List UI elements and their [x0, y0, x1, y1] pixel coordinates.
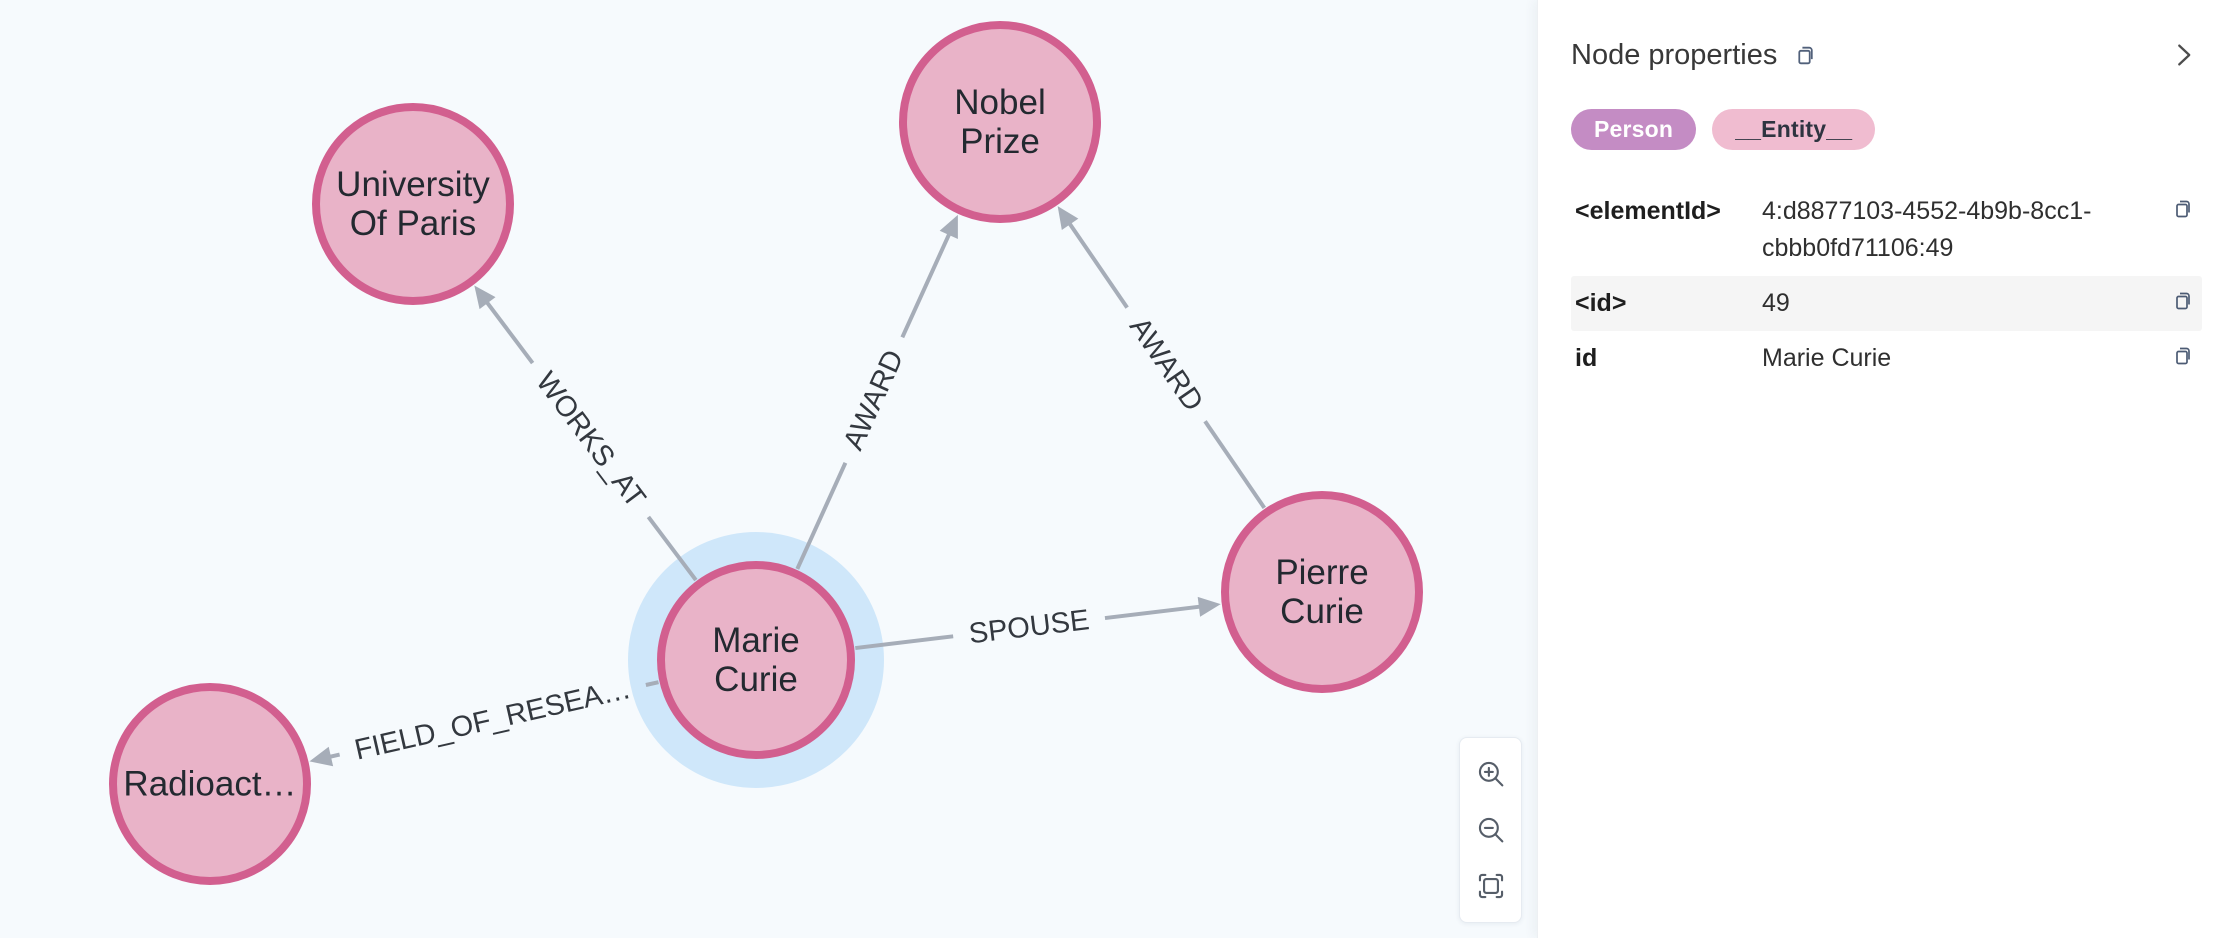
node-label: Marie — [712, 621, 800, 660]
node-label-badges: Person __Entity__ — [1571, 109, 2202, 150]
fit-to-screen-icon — [1474, 869, 1508, 903]
panel-title: Node properties — [1571, 38, 1778, 71]
edge-label[interactable]: FIELD_OF_RESEA… — [352, 673, 634, 767]
property-key: id — [1575, 344, 1598, 372]
collapse-panel-button[interactable] — [2166, 38, 2200, 72]
zoom-in-button[interactable] — [1470, 753, 1512, 795]
edge-arrowhead-icon[interactable] — [1197, 596, 1221, 617]
node-circle[interactable] — [109, 683, 311, 885]
edge-arrowhead-icon[interactable] — [309, 746, 334, 767]
node-circle[interactable] — [899, 21, 1101, 223]
copy-icon — [2170, 289, 2194, 313]
copy-icon — [1792, 43, 1817, 68]
graph-edge-works-at[interactable]: WORKS_AT — [474, 285, 698, 582]
property-row-elementid: <elementId> 4:d8877103-4552-4b9b-8cc1-cb… — [1571, 184, 2202, 276]
edge-line[interactable] — [645, 680, 659, 687]
zoom-out-button[interactable] — [1470, 809, 1512, 851]
node-circle[interactable] — [1221, 491, 1423, 693]
node-label: Prize — [960, 122, 1040, 161]
node-circle[interactable] — [312, 103, 514, 305]
zoom-in-icon — [1474, 757, 1508, 791]
chevron-right-icon — [2168, 40, 2198, 70]
graph-node-radioact[interactable]: Radioact… — [109, 683, 311, 885]
properties-table: <elementId> 4:d8877103-4552-4b9b-8cc1-cb… — [1571, 184, 2202, 386]
edge-line[interactable] — [900, 230, 953, 339]
property-key: <elementId> — [1575, 197, 1721, 225]
edge-arrowhead-icon[interactable] — [474, 285, 496, 310]
node-label: Nobel — [954, 83, 1045, 122]
node-label: Radioact… — [123, 765, 296, 804]
property-row-id: id Marie Curie — [1571, 331, 2202, 386]
property-value: Marie Curie — [1762, 344, 1892, 372]
edge-label[interactable]: AWARD — [837, 345, 910, 455]
graph-edge-field-of-resea[interactable]: FIELD_OF_RESEA… — [309, 673, 659, 767]
edge-label[interactable]: SPOUSE — [967, 604, 1091, 650]
property-value: 4:d8877103-4552-4b9b-8cc1-cbbb0fd71106:4… — [1762, 197, 2092, 262]
node-label-badge-person: Person — [1571, 109, 1697, 150]
node-label-badge-entity: __Entity__ — [1712, 109, 1876, 150]
graph-edge-award[interactable]: AWARD — [1057, 206, 1267, 509]
copy-property-button[interactable] — [2170, 197, 2194, 221]
zoom-toolbar — [1459, 737, 1522, 923]
node-label: Pierre — [1275, 553, 1368, 592]
graph-edge-award[interactable]: AWARD — [795, 214, 958, 570]
copy-property-button[interactable] — [2170, 344, 2194, 368]
copy-all-properties-button[interactable] — [1792, 43, 1817, 68]
copy-property-button[interactable] — [2170, 289, 2194, 313]
property-value: 49 — [1762, 289, 1790, 317]
node-properties-panel: Node properties — [1537, 0, 2232, 938]
node-circle[interactable] — [657, 561, 855, 759]
node-label: Curie — [1280, 592, 1364, 631]
edge-line[interactable] — [1203, 420, 1267, 509]
edge-line[interactable] — [483, 298, 535, 365]
property-key: <id> — [1575, 289, 1627, 317]
node-label: Curie — [714, 660, 798, 699]
fit-to-screen-button[interactable] — [1470, 865, 1512, 907]
zoom-out-icon — [1474, 813, 1508, 847]
property-row-id-internal: <id> 49 — [1571, 276, 2202, 331]
copy-icon — [2170, 344, 2194, 368]
edge-line[interactable] — [1104, 604, 1204, 621]
graph-edge-spouse[interactable]: SPOUSE — [855, 596, 1221, 651]
edge-arrowhead-icon[interactable] — [939, 214, 958, 240]
edge-label[interactable]: WORKS_AT — [529, 366, 651, 514]
copy-icon — [2170, 197, 2194, 221]
edge-label[interactable]: AWARD — [1123, 312, 1209, 417]
edge-line[interactable] — [855, 634, 954, 651]
panel-header: Node properties — [1571, 38, 2202, 72]
node-label: Of Paris — [350, 204, 476, 243]
edge-line[interactable] — [795, 462, 848, 570]
edge-arrowhead-icon[interactable] — [1057, 206, 1079, 230]
edge-line[interactable] — [646, 515, 698, 582]
node-label: University — [336, 165, 490, 204]
edge-line[interactable] — [1066, 219, 1129, 309]
